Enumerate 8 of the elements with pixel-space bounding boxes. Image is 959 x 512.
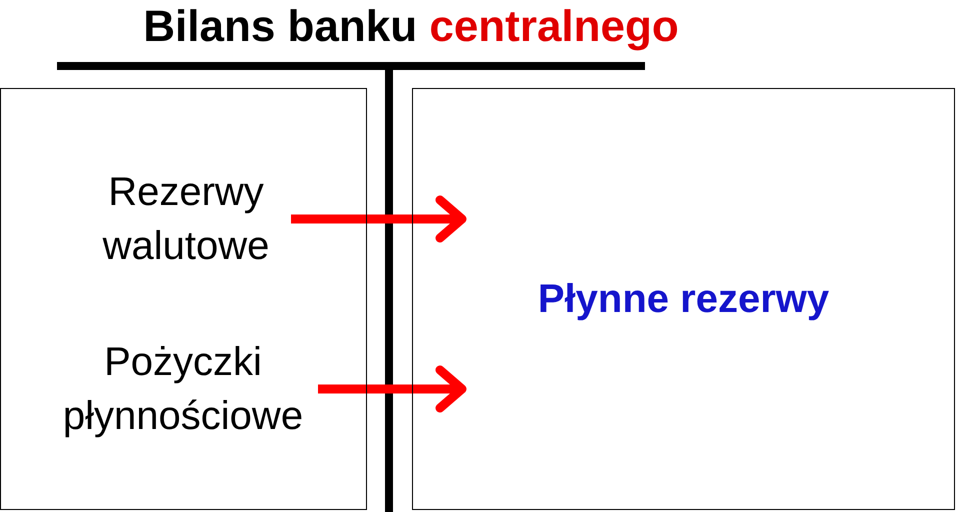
arrow — [318, 366, 466, 412]
account-panel — [412, 88, 955, 510]
entry-label: Pożyczki płynnościowe — [48, 335, 318, 443]
arrow — [291, 196, 466, 242]
account-panel — [0, 88, 367, 510]
panel-label: Płynne rezerwy — [538, 276, 830, 322]
entry-label: Rezerwy walutowe — [81, 165, 291, 273]
title: Bilans banku centralnego — [143, 1, 679, 53]
